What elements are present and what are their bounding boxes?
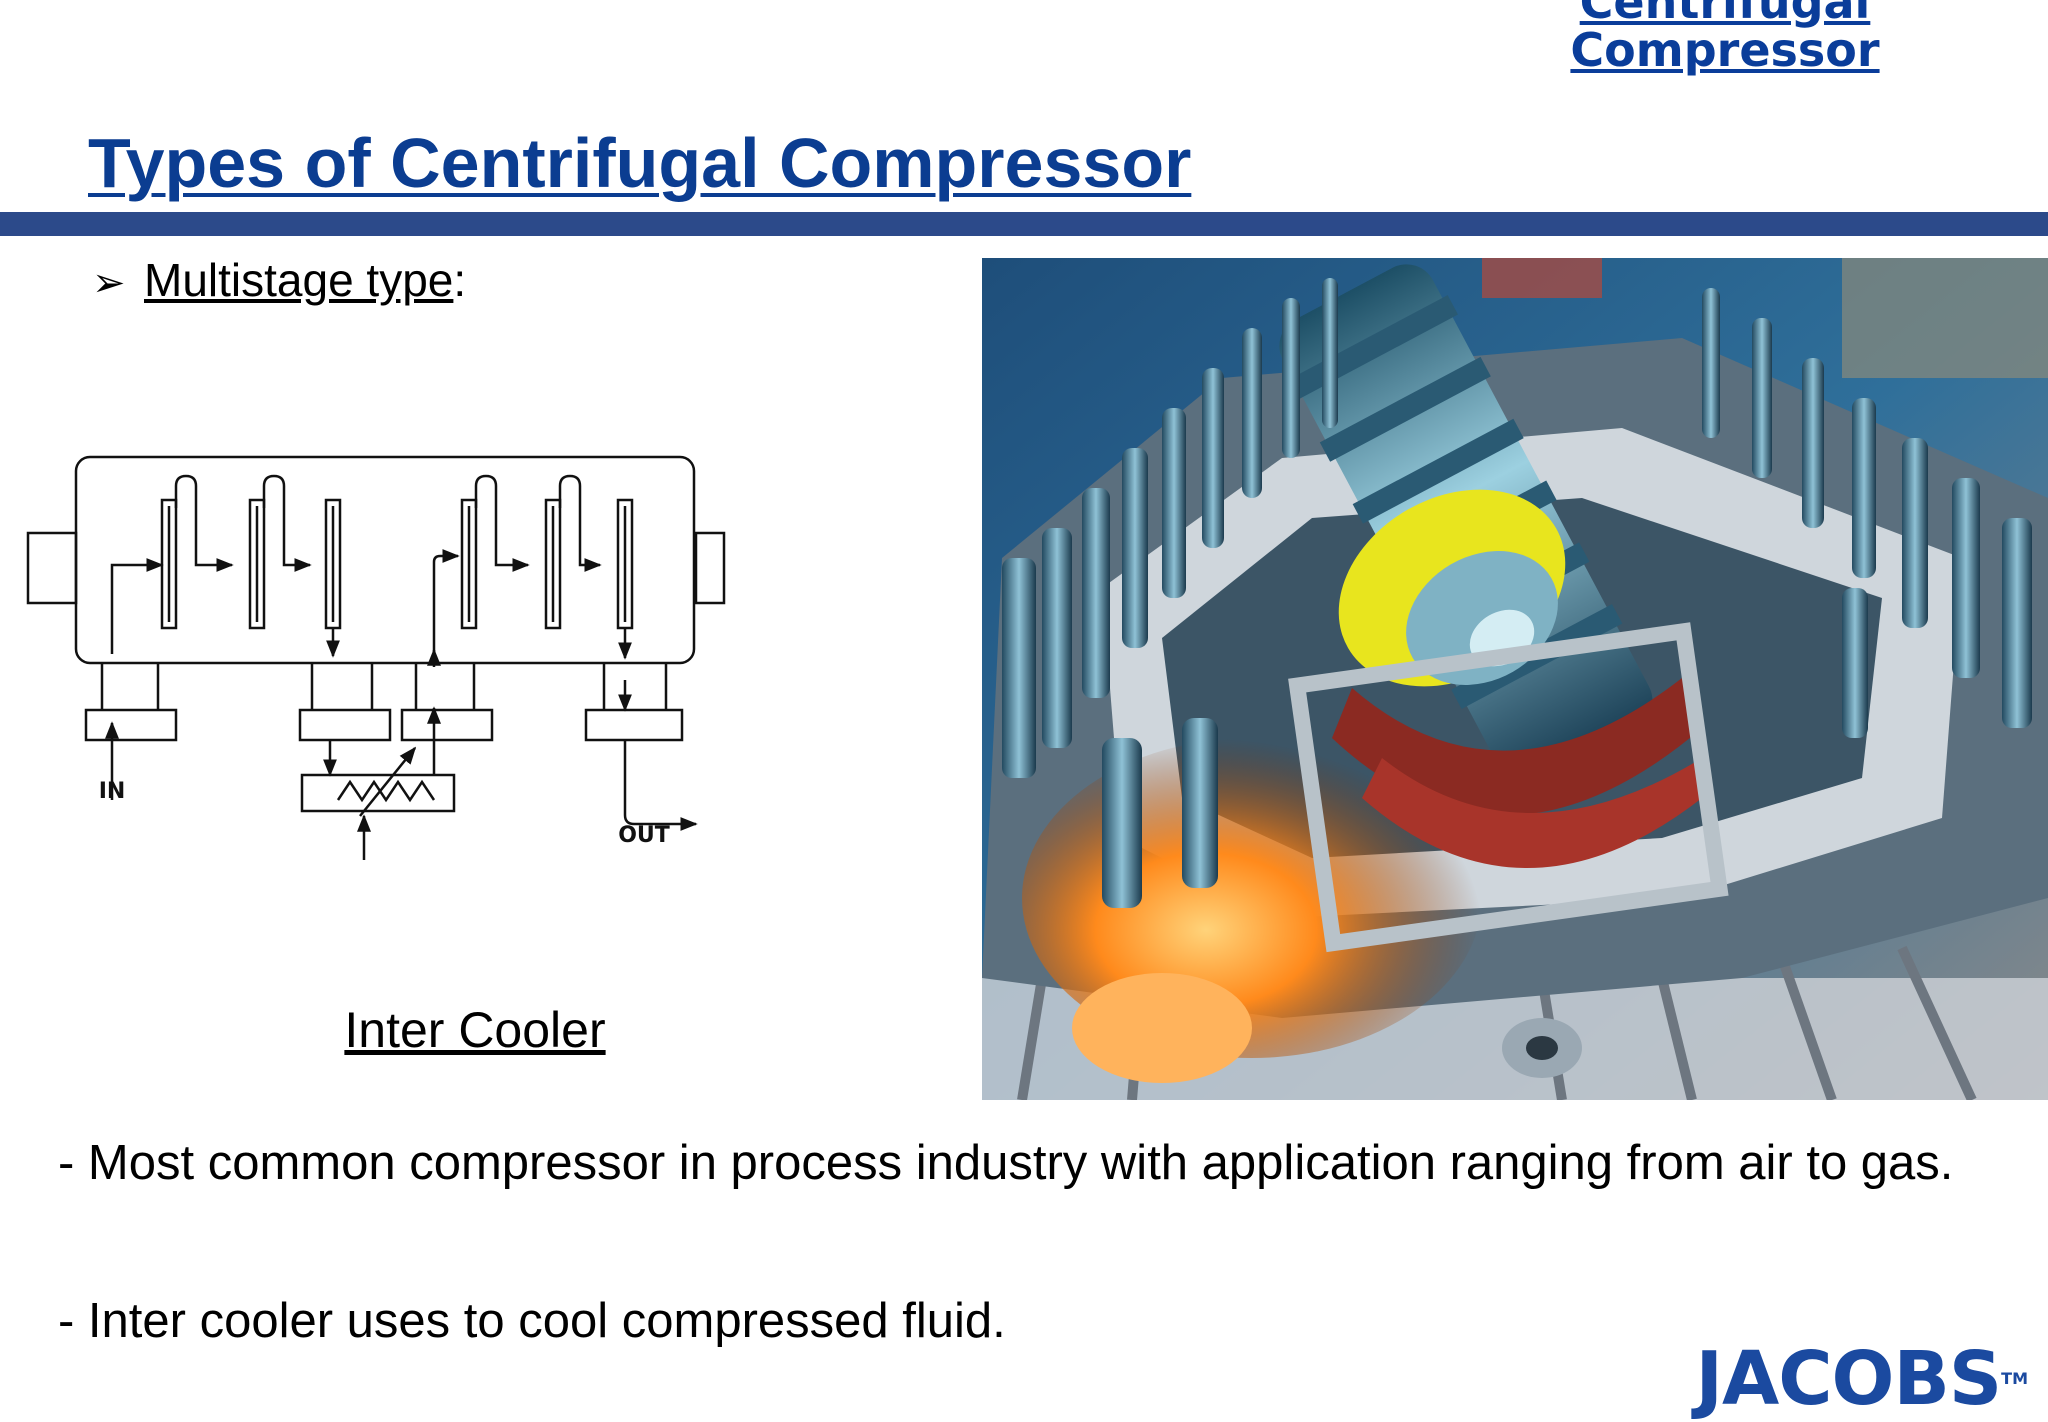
title-divider-bar — [0, 212, 2048, 236]
flange-to-cooler — [298, 708, 392, 742]
nozzle-in — [100, 663, 160, 710]
jacobs-logo: JACOBSTM — [1688, 1340, 2028, 1418]
shaft-end-right — [694, 531, 726, 605]
cooler-coil — [336, 779, 436, 803]
shaft-end-left — [26, 531, 78, 605]
body-paragraph-1: - Most common compressor in process indu… — [58, 1136, 1954, 1190]
nozzle-from-cooler — [414, 663, 476, 710]
intercooler-box — [300, 773, 456, 813]
arrow-bullet-icon: ➢ — [92, 260, 126, 306]
logo-tm: TM — [2001, 1369, 2028, 1388]
out-label: OUT — [618, 823, 670, 848]
flange-in — [84, 708, 178, 742]
nozzle-out — [602, 663, 668, 710]
nozzle-to-cooler — [310, 663, 374, 710]
bullet-suffix: : — [453, 254, 467, 306]
compressor-photo — [982, 258, 2048, 1100]
bullet-label: Multistage type — [144, 254, 454, 306]
impellers — [160, 498, 634, 630]
page-title: Types of Centrifugal Compressor — [88, 124, 1192, 202]
inter-cooler-label: Inter Cooler — [344, 1002, 606, 1058]
logo-text: JACOBS — [1695, 1336, 2002, 1422]
bullet-multistage: ➢ Multistage type: — [92, 252, 466, 311]
in-label: IN — [99, 779, 126, 804]
multistage-compressor-diagram: IN OUT — [26, 455, 726, 860]
flange-from-cooler — [400, 708, 494, 742]
body-paragraph-2: - Inter cooler uses to cool compressed f… — [58, 1294, 1006, 1348]
flange-out — [584, 708, 684, 742]
top-link[interactable]: Centrifugal Compressor — [1570, 0, 1880, 77]
